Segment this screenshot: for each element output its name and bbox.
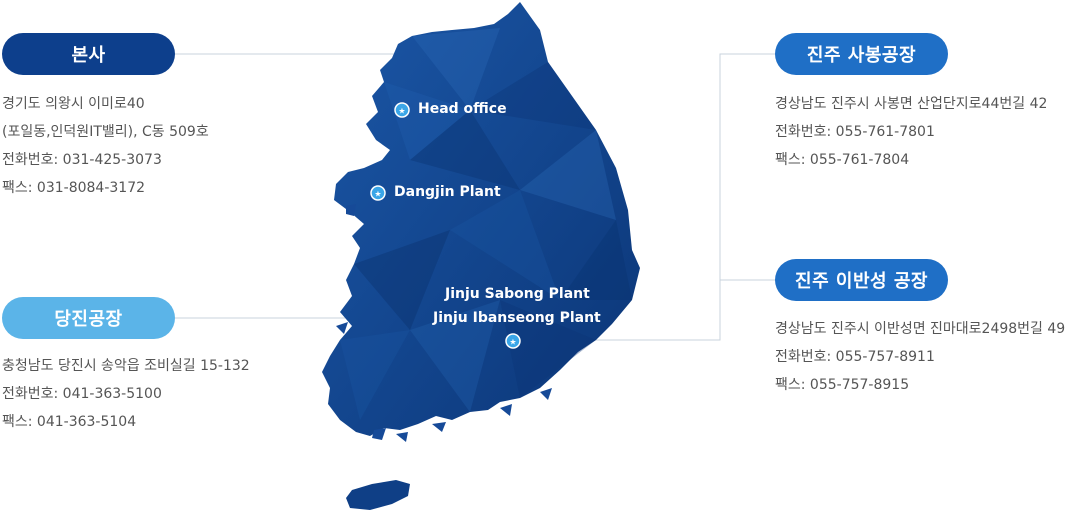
jinju-sabong-title: 진주 사봉공장 (775, 33, 948, 75)
dangjin-address: 충청남도 당진시 송악읍 조비실길 15-132 (2, 358, 250, 374)
headquarters-info: 경기도 의왕시 이미로40 (포일동,인덕원IT밸리), C동 509호 전화번… (2, 90, 209, 202)
jinju-sabong-info: 경상남도 진주시 사봉면 산업단지로44번길 42 전화번호: 055-761-… (775, 90, 1047, 174)
jinju-ibanseong-plant-label: Jinju Ibanseong Plant (433, 310, 601, 326)
jinju-sabong-phone: 전화번호: 055-761-7801 (775, 124, 935, 140)
jinju-ibanseong-address: 경상남도 진주시 이반성면 진마대로2498번길 49 (775, 321, 1066, 337)
marker-head-office: ★ (394, 102, 410, 118)
headquarters-phone: 전화번호: 031-425-3073 (2, 152, 162, 168)
jinju-sabong-plant-label: Jinju Sabong Plant (445, 286, 590, 302)
jinju-sabong-fax: 팩스: 055-761-7804 (775, 152, 910, 168)
jinju-ibanseong-title: 진주 이반성 공장 (775, 259, 948, 301)
svg-text:★: ★ (398, 107, 405, 116)
dangjin-fax: 팩스: 041-363-5104 (2, 414, 137, 430)
jeju-island (346, 480, 410, 510)
svg-text:★: ★ (509, 338, 516, 347)
svg-text:★: ★ (374, 190, 381, 199)
dangjin-title: 당진공장 (2, 297, 175, 339)
dangjin-phone: 전화번호: 041-363-5100 (2, 386, 162, 402)
jinju-ibanseong-info: 경상남도 진주시 이반성면 진마대로2498번길 49 전화번호: 055-75… (775, 315, 1065, 399)
headquarters-address-line1: 경기도 의왕시 이미로40 (2, 96, 145, 112)
headquarters-fax: 팩스: 031-8084-3172 (2, 180, 146, 196)
jinju-ibanseong-fax: 팩스: 055-757-8915 (775, 377, 910, 393)
islands (336, 204, 552, 442)
headquarters-title: 본사 (2, 33, 175, 75)
jinju-ibanseong-phone: 전화번호: 055-757-8911 (775, 349, 935, 365)
headquarters-address-line2: (포일동,인덕원IT밸리), C동 509호 (2, 124, 209, 140)
map-facets (340, 28, 632, 420)
jinju-sabong-address: 경상남도 진주시 사봉면 산업단지로44번길 42 (775, 96, 1048, 112)
dangjin-info: 충청남도 당진시 송악읍 조비실길 15-132 전화번호: 041-363-5… (2, 352, 250, 436)
head-office-label: Head office (418, 101, 507, 117)
marker-dangjin: ★ (370, 185, 386, 201)
dangjin-plant-label: Dangjin Plant (394, 184, 501, 200)
marker-jinju: ★ (505, 333, 521, 349)
